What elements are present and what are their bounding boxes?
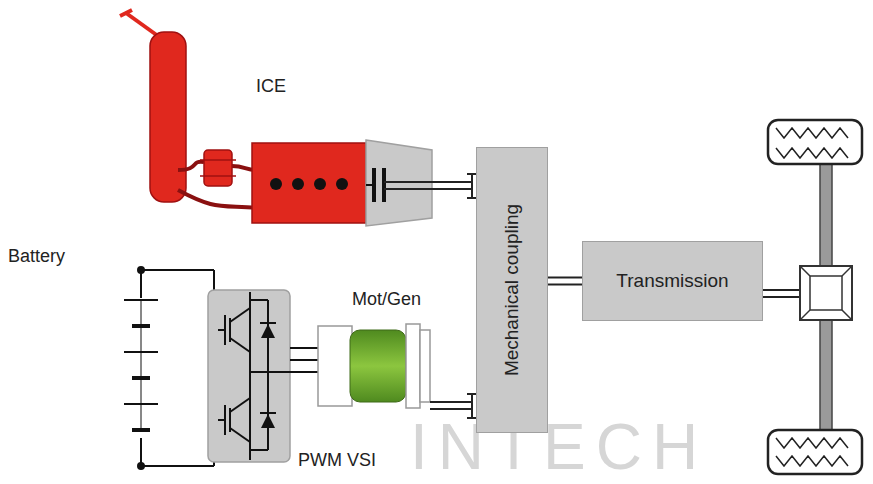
inverter [208, 290, 318, 462]
box-label: Transmission [616, 270, 728, 292]
motor-generator [318, 324, 430, 408]
fuel-filter [200, 150, 236, 186]
motor-label: Mot/Gen [352, 289, 421, 310]
engine-shaft [384, 174, 477, 198]
watermark: INTECH [410, 410, 708, 484]
shaft-connector [548, 277, 582, 286]
wheel-bottom [768, 430, 862, 474]
wheel-top [768, 120, 862, 164]
differential [800, 266, 852, 320]
tyre-tread [776, 128, 848, 466]
box-label: Mechanical coupling [501, 204, 523, 376]
battery-label: Battery [8, 246, 65, 267]
fuel-tank [120, 10, 256, 208]
battery-cells [124, 300, 158, 430]
battery-symbol [138, 267, 214, 469]
process-box: Transmission [582, 241, 763, 321]
coupling-box: Mechanical coupling [476, 147, 548, 433]
engine-label: ICE [256, 76, 286, 97]
inverter-label: PWM VSI [298, 450, 376, 471]
shaft-inner [548, 279, 582, 284]
shaft-group [548, 281, 582, 282]
output-shaft [763, 290, 800, 297]
